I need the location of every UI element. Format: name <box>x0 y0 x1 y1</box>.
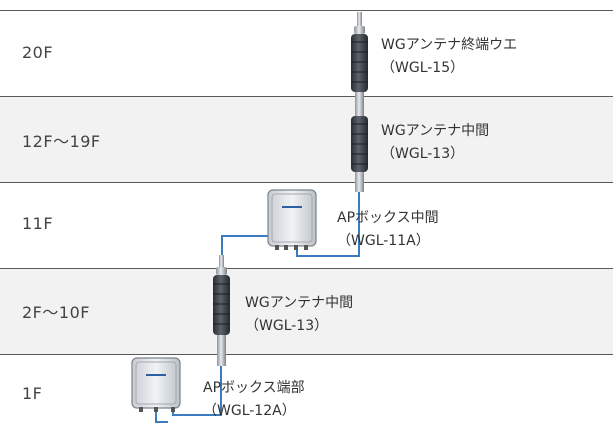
ap-box-end <box>131 357 181 412</box>
antenna-lower <box>213 255 230 366</box>
component-model: （WGL-13） <box>381 146 465 162</box>
floor-label-1f: 1F <box>22 384 43 403</box>
component-model: （WGL-13） <box>245 318 329 334</box>
floor-label-20f: 20F <box>22 43 54 62</box>
component-name: WGアンテナ中間 <box>245 295 354 311</box>
antenna-upper-segments <box>351 41 368 165</box>
label-ap-box-middle: APボックス中間 （WGL-11A） <box>337 207 439 253</box>
label-ap-box-end: APボックス端部 （WGL-12A） <box>203 377 305 423</box>
component-name: APボックス端部 <box>203 380 305 396</box>
floor-label-12f-19f: 12F～19F <box>22 132 101 151</box>
floor-divider <box>0 354 613 355</box>
component-model: （WGL-11A） <box>337 233 430 249</box>
component-model: （WGL-15） <box>381 60 465 76</box>
floor-divider <box>0 268 613 269</box>
floor-divider <box>0 10 613 11</box>
floor-label-2f-10f: 2F～10F <box>22 303 90 322</box>
component-name: APボックス中間 <box>337 210 439 226</box>
label-antenna-middle-lower: WGアンテナ中間 （WGL-13） <box>245 292 353 338</box>
label-antenna-terminal: WGアンテナ終端ウエ （WGL-15） <box>381 34 517 80</box>
antenna-lower-segments <box>213 283 230 325</box>
floor-band-2f-10f <box>0 268 613 354</box>
floor-label-11f: 11F <box>22 214 54 233</box>
floor-band-12f-19f <box>0 96 613 182</box>
component-name: WGアンテナ終端ウエ <box>381 37 518 53</box>
component-model: （WGL-12A） <box>203 403 296 419</box>
label-antenna-middle-upper: WGアンテナ中間 （WGL-13） <box>381 120 489 166</box>
floor-divider <box>0 182 613 183</box>
antenna-upper <box>351 12 368 192</box>
ap-box-middle <box>267 189 317 250</box>
component-name: WGアンテナ中間 <box>381 123 490 139</box>
floor-divider <box>0 96 613 97</box>
